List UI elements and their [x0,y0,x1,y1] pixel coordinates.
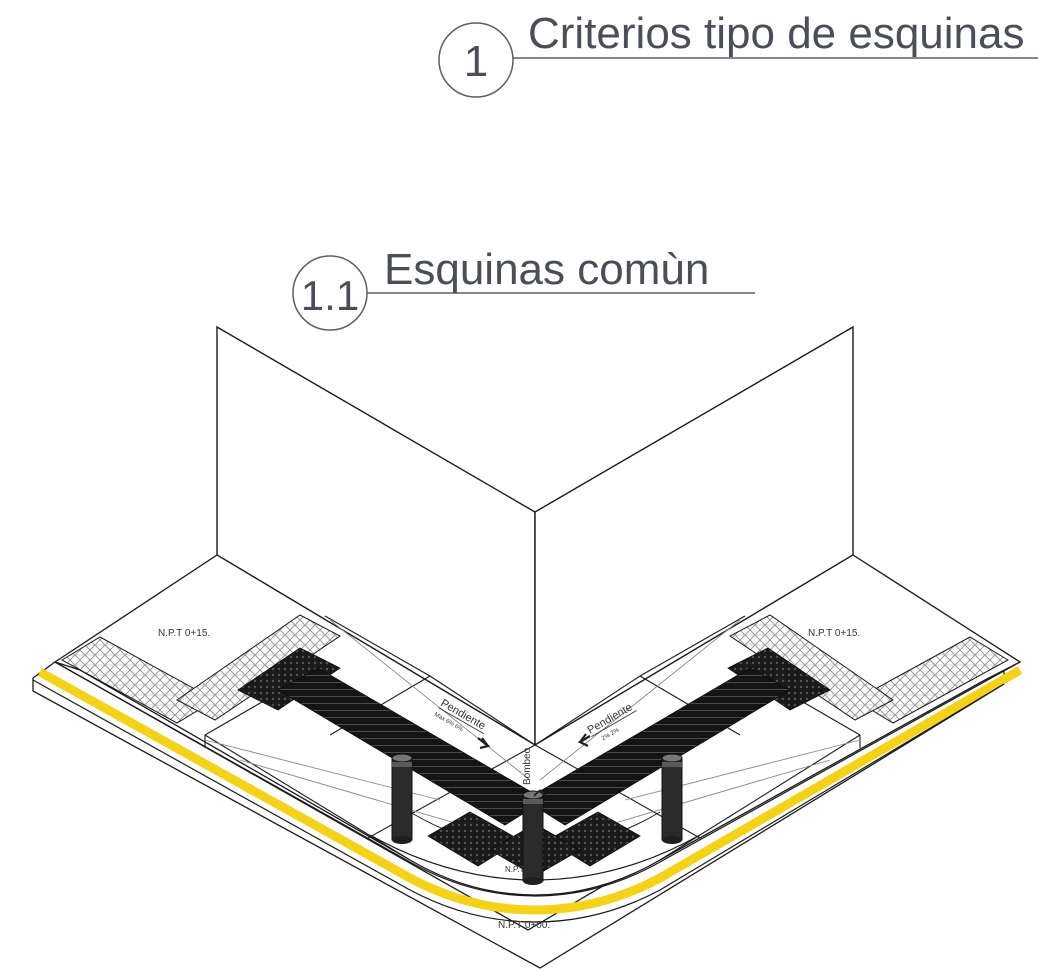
main-number-circle [438,22,514,98]
hatch-strips [60,614,1010,724]
tactile-left-warning [237,647,341,711]
bollard-center [522,790,544,885]
left-hatch-strip-2 [176,614,341,721]
slope-left-arrow [477,737,491,750]
npt-left-label: N.P.T 0+15. [158,628,210,639]
curb-edge-upper [54,661,1021,897]
bollard-right [661,753,683,844]
sub-title-group: 1.1 Esquinas comùn [292,245,755,331]
bombeo-arrow [533,789,547,797]
npt-bottom-label: N.P.T 0+00. [498,920,550,931]
sub-number: 1.1 [301,272,359,319]
main-title: Criterios tipo de esquinas [528,9,1024,58]
slope-right-arrow [577,733,591,747]
yellow-curb-line [37,666,1023,915]
bombeo-label: Bombeo [522,747,533,785]
bollards [391,753,683,885]
curb-edge-lower [32,679,1005,923]
npt-right-label: N.P.T 0+15. [808,628,860,639]
bollard-left [391,753,413,844]
bombeo-group: Bombeo [522,747,533,785]
tactile-paving [237,647,831,877]
npt-corner-label: N.P.T [505,865,525,874]
right-hatch-strip-2 [729,614,894,721]
sub-title: Esquinas comùn [384,245,709,294]
tactile-right-warning [727,647,831,711]
main-title-group: 1 Criterios tipo de esquinas [438,9,1038,98]
main-number: 1 [464,37,488,86]
